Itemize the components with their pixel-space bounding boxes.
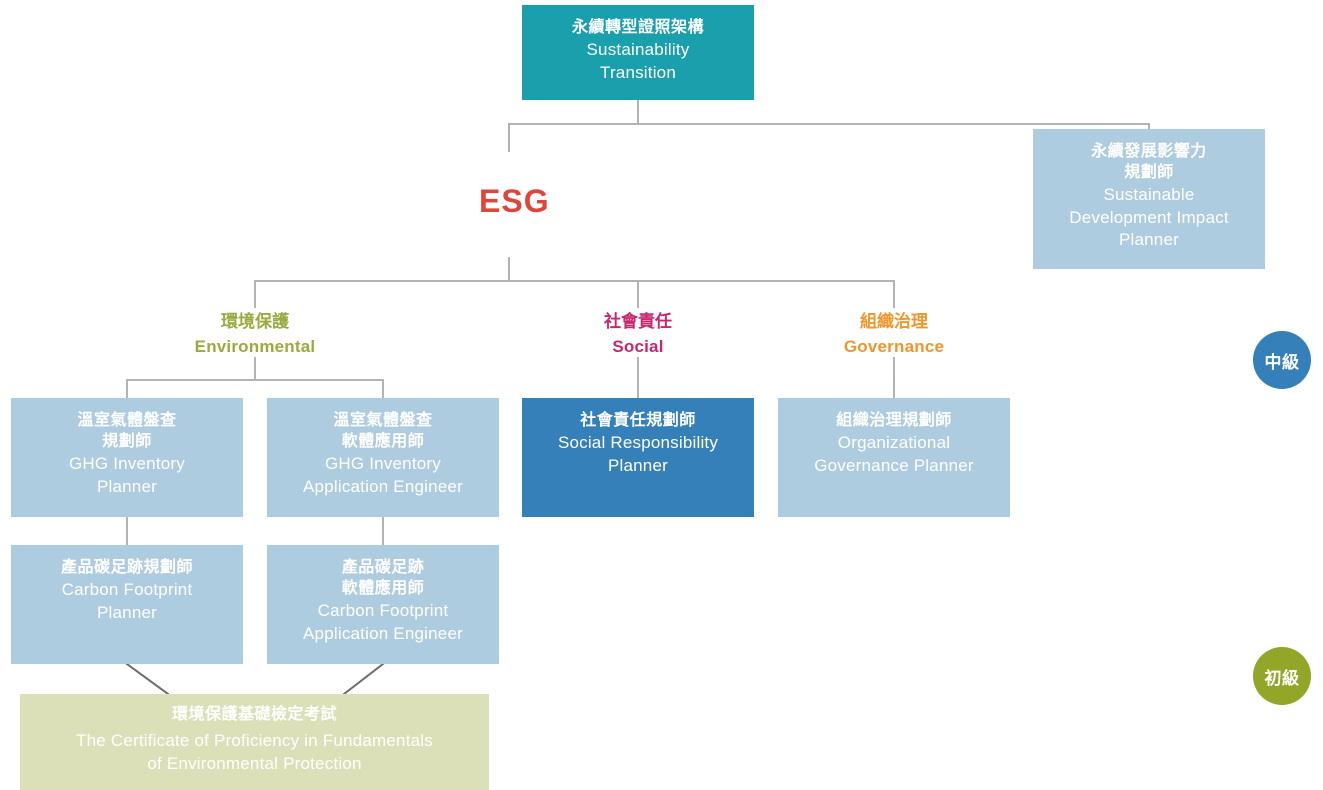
category-en: Social xyxy=(612,336,664,356)
esg-label: ESG xyxy=(479,183,550,219)
node-environmental-protection-certificate[interactable]: 環境保護基礎檢定考試 The Certificate of Proficienc… xyxy=(20,694,489,790)
category-en: Governance xyxy=(843,336,945,356)
node-title-en: GHG Inventory Application Engineer xyxy=(303,454,463,496)
category-label-environmental: 環境保護 Environmental xyxy=(155,310,355,359)
badge-level-beginner: 初級 xyxy=(1253,647,1311,705)
node-title-en: Social Responsibility Planner xyxy=(557,433,719,475)
node-title-zh: 產品碳足跡 軟體應用師 xyxy=(341,559,425,598)
node-sustainable-development-impact-planner[interactable]: 永續發展影響力 規劃師 Sustainable Development Impa… xyxy=(1033,129,1265,269)
badge-label: 中級 xyxy=(1264,352,1300,372)
node-social-responsibility-planner[interactable]: 社會責任規劃師 Social Responsibility Planner xyxy=(522,398,754,517)
node-title-zh: 環境保護基礎檢定考試 xyxy=(171,706,337,723)
node-organizational-governance-planner[interactable]: 組織治理規劃師 Organizational Governance Planne… xyxy=(778,398,1010,517)
node-title-zh: 永續轉型證照架構 xyxy=(571,19,704,36)
badge-label: 初級 xyxy=(1264,668,1300,688)
node-title-en: Sustainable Development Impact Planner xyxy=(1069,185,1229,250)
category-label-social: 社會責任 Social xyxy=(538,310,738,359)
node-title-zh: 組織治理規劃師 xyxy=(836,412,952,429)
node-title-zh: 永續發展影響力 規劃師 xyxy=(1091,143,1207,182)
category-zh: 組織治理 xyxy=(860,312,928,331)
node-title-zh: 產品碳足跡規劃師 xyxy=(60,559,193,576)
node-title-en: The Certificate of Proficiency in Fundam… xyxy=(76,731,433,773)
node-ghg-inventory-planner[interactable]: 溫室氣體盤查 規劃師 GHG Inventory Planner xyxy=(11,398,243,517)
node-title-zh: 溫室氣體盤查 軟體應用師 xyxy=(333,412,433,451)
category-zh: 社會責任 xyxy=(604,312,672,331)
node-title-zh: 社會責任規劃師 xyxy=(580,412,696,429)
node-title-en: Organizational Governance Planner xyxy=(814,433,974,475)
node-title-zh: 溫室氣體盤查 規劃師 xyxy=(77,412,177,451)
category-zh: 環境保護 xyxy=(221,312,289,331)
node-title-en: Sustainability Transition xyxy=(586,40,690,82)
category-en: Environmental xyxy=(194,336,316,356)
badge-level-intermediate: 中級 xyxy=(1253,331,1311,389)
node-carbon-footprint-planner[interactable]: 產品碳足跡規劃師 Carbon Footprint Planner xyxy=(11,545,243,664)
node-carbon-footprint-application-engineer[interactable]: 產品碳足跡 軟體應用師 Carbon Footprint Application… xyxy=(267,545,499,664)
node-title-en: Carbon Footprint Application Engineer xyxy=(303,601,463,643)
node-title-en: GHG Inventory Planner xyxy=(69,454,185,496)
category-label-governance: 組織治理 Governance xyxy=(794,310,994,359)
node-ghg-inventory-application-engineer[interactable]: 溫室氣體盤查 軟體應用師 GHG Inventory Application E… xyxy=(267,398,499,517)
node-sustainability-transition[interactable]: 永續轉型證照架構 Sustainability Transition xyxy=(522,5,754,100)
node-title-en: Carbon Footprint Planner xyxy=(61,580,193,622)
